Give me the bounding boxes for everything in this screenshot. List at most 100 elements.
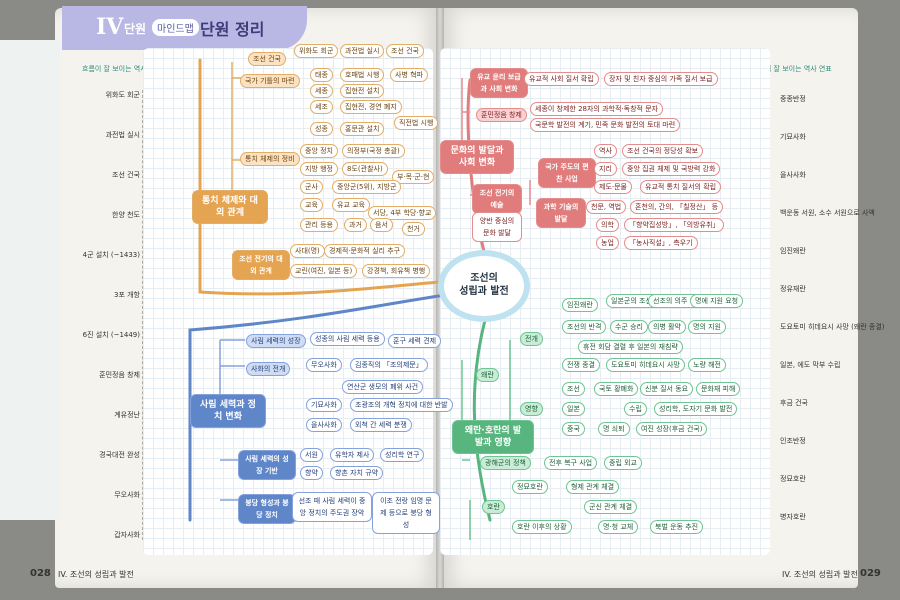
blue-node: 향촌 자치 규약 xyxy=(330,466,384,480)
central-topic-line1: 조선의 xyxy=(470,273,498,284)
timeline-line xyxy=(142,90,143,540)
orange-node: 조선 건국 xyxy=(386,44,424,58)
orange-node: 서당, 4부 학당·향교 xyxy=(368,206,437,220)
timeline-event: 정유재란 xyxy=(780,285,806,293)
red-node: 「향약집성방」, 「의방유취」 xyxy=(624,218,725,232)
orange-node: 성종 xyxy=(310,122,333,136)
green-node: 명의 지원 xyxy=(688,320,726,334)
timeline-event: 갑자사화 xyxy=(114,531,140,539)
red-node: 국가 주도의 편찬 사업 xyxy=(538,158,596,188)
red-node: 역사 xyxy=(594,144,617,158)
timeline-heading-right: 흐름이 잘 보이는 역사 연표 xyxy=(752,65,832,73)
timeline-event: 정묘호란 xyxy=(780,475,806,483)
orange-node: 관리 등용 xyxy=(300,218,338,232)
orange-node: 홍문관 설치 xyxy=(340,122,385,136)
timeline-event: 임진왜란 xyxy=(780,247,806,255)
timeline-event: 중종반정 xyxy=(780,95,806,103)
mind-map-badge: 마인드맵 xyxy=(152,19,199,36)
orange-node: 조선 건국 xyxy=(248,52,286,66)
blue-node: 기묘사화 xyxy=(306,398,342,412)
blue-node: 김종직의 「조의제문」 xyxy=(350,358,428,372)
red-node: 천문, 역법 xyxy=(586,200,627,214)
red-node: 혼천의, 간의, 「칠정산」 등 xyxy=(630,200,724,214)
blue-node: 붕당 형성과 붕당 정치 xyxy=(238,494,296,524)
blue-sub-lines xyxy=(219,339,245,501)
blue-node: 이조 전랑 임명 문제 등으로 붕당 형성 xyxy=(372,492,440,534)
blue-node: 선조 때 사림 세력이 중앙 정치의 주도권 장악 xyxy=(292,492,372,522)
left-footer-text: IV. 조선의 성립과 발전 xyxy=(58,570,134,579)
green-node: 수군 승리 xyxy=(610,320,648,334)
green-node: 전후 복구 사업 xyxy=(544,456,598,470)
timeline-event: 도요토미 히데요시 사망 (왜란 종결) xyxy=(780,323,885,331)
green-node: 성리학, 도자기 문화 발전 xyxy=(654,402,738,416)
red-main-topic: 문화의 발달과 사회 변화 xyxy=(440,140,514,174)
orange-node: 통치 체제의 정비 xyxy=(240,152,300,166)
green-node: 휴전 회담 결렬 후 일본의 재침략 xyxy=(578,340,683,354)
green-node: 임진왜란 xyxy=(562,298,598,312)
right-footer-text: IV. 조선의 성립과 발전 xyxy=(782,570,858,579)
blue-node: 서원 xyxy=(300,448,323,462)
blue-node: 조광조의 개혁 정치에 대한 반발 xyxy=(350,398,453,412)
timeline-event: 한양 천도 xyxy=(112,211,140,219)
green-node: 호란 xyxy=(482,500,505,514)
green-node: 도요토미 히데요시 사망 xyxy=(606,358,685,372)
orange-node: 조선 전기의 대외 관계 xyxy=(232,250,290,280)
blue-node: 무오사화 xyxy=(306,358,342,372)
red-node: 유교적 사회 질서 확립 xyxy=(524,72,599,86)
blue-node: 연산군 생모의 폐위 사건 xyxy=(342,380,424,394)
blue-node: 성리학 연구 xyxy=(380,448,425,462)
green-node: 형제 관계 체결 xyxy=(566,480,620,494)
orange-node: 강경책, 회유책 병행 xyxy=(362,264,431,278)
timeline-event: 계유정난 xyxy=(114,411,140,419)
orange-node: 직전법 시행 xyxy=(394,116,439,130)
orange-node: 군사 xyxy=(300,180,323,194)
orange-node: 위화도 회군 xyxy=(294,44,339,58)
page-title: 단원 정리 xyxy=(200,20,265,39)
red-node: 유교 윤리 보급과 사회 변화 xyxy=(470,68,528,98)
green-node: 여진 성장(후금 건국) xyxy=(636,422,708,436)
blue-node: 외척 간 세력 분쟁 xyxy=(350,418,412,432)
orange-node: 중앙 정치 xyxy=(300,144,338,158)
green-node: 명 쇠퇴 xyxy=(598,422,630,436)
timeline-event: 4군 설치 (~1433) xyxy=(82,251,140,259)
red-node: 조선 건국의 정당성 확보 xyxy=(622,144,704,158)
green-node: 문화재 피해 xyxy=(696,382,741,396)
timeline-event: 병자호란 xyxy=(780,513,806,521)
green-branch-line xyxy=(472,318,492,522)
timeline-event: 경국대전 완성 xyxy=(99,451,140,459)
orange-node: 지방 행정 xyxy=(300,162,338,176)
timeline-event: 백운동 서원, 소수 서원으로 사액 xyxy=(780,209,875,217)
orange-node: 호패법 시행 xyxy=(340,68,385,82)
timeline-event: 일본, 에도 막부 수립 xyxy=(780,361,841,369)
red-node: 중앙 집권 체제 및 국방력 강화 xyxy=(622,162,721,176)
left-page-number: 028 xyxy=(30,568,51,579)
chapter-unit-label: 단원 xyxy=(124,22,147,36)
timeline-event: 기묘사화 xyxy=(780,133,806,141)
timeline-event: 무오사화 xyxy=(114,491,140,499)
green-node: 북벌 운동 추진 xyxy=(650,520,704,534)
orange-node: 중앙군(5위), 지방군 xyxy=(332,180,402,194)
green-node: 조선의 반격 xyxy=(562,320,607,334)
orange-node: 집현전 설치 xyxy=(340,84,385,98)
blue-node: 성종의 사림 세력 등용 xyxy=(310,332,385,346)
timeline-event: 과전법 실시 xyxy=(105,131,140,139)
green-node: 수립 xyxy=(624,402,647,416)
orange-node: 태종 xyxy=(310,68,333,82)
blue-node: 향약 xyxy=(300,466,323,480)
green-node: 전개 xyxy=(520,332,543,346)
green-node: 조선 xyxy=(562,382,585,396)
blue-node: 훈구 세력 견제 xyxy=(388,334,442,348)
green-node: 군신 관계 체결 xyxy=(584,500,638,514)
green-node: 왜란 xyxy=(476,368,499,382)
green-node: 정묘호란 xyxy=(512,480,548,494)
red-node: 훈민정음 창제 xyxy=(476,108,527,122)
orange-node: 교린(여진, 일본 등) xyxy=(290,264,358,278)
timeline-event: 인조반정 xyxy=(780,437,806,445)
green-node: 명·청 교체 xyxy=(598,520,639,534)
red-node: 지리 xyxy=(594,162,617,176)
orange-node: 의정부(국정 총괄) xyxy=(342,144,405,158)
green-node: 전쟁 종결 xyxy=(562,358,600,372)
orange-node: 경제적·문화적 실리 추구 xyxy=(324,244,406,258)
red-node: 장자 및 친자 중심의 가족 질서 보급 xyxy=(604,72,718,86)
